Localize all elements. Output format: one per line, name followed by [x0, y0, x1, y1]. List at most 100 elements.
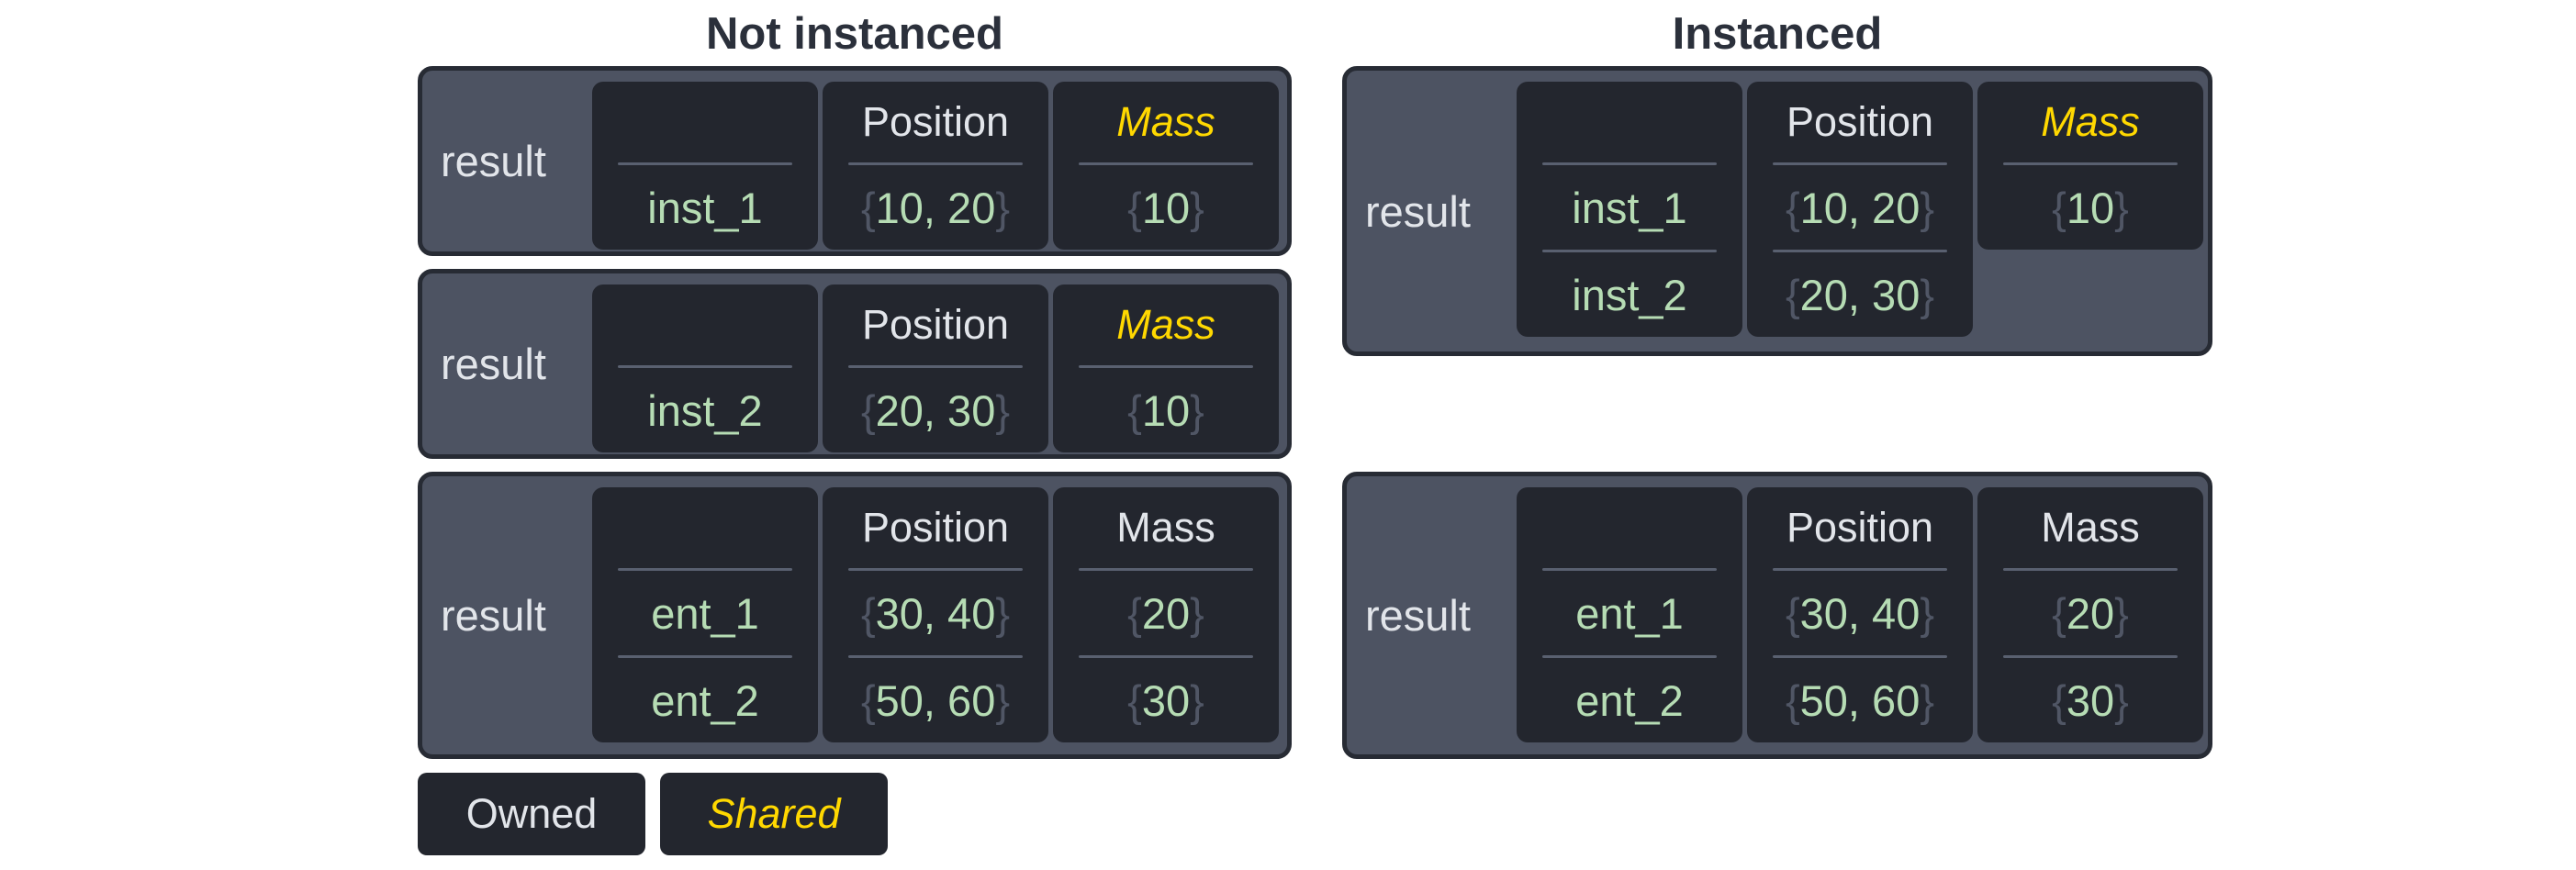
- component-column-position: Position{10, 20}: [823, 82, 1048, 250]
- separator-line: [1079, 568, 1253, 571]
- value-text: 20: [1141, 588, 1191, 638]
- value-text: 30: [1141, 675, 1191, 725]
- separator-line: [2003, 655, 2178, 658]
- cell-value: {20}: [1053, 571, 1279, 655]
- open-brace: {: [860, 675, 876, 725]
- close-brace: }: [1190, 675, 1204, 725]
- separator-line: [618, 162, 792, 165]
- close-brace: }: [2114, 588, 2129, 638]
- separator-line: [1773, 655, 1947, 658]
- section-title-not-instanced: Not instanced: [706, 9, 1003, 59]
- close-brace: }: [1920, 183, 1935, 232]
- cell-value: {10}: [1053, 165, 1279, 250]
- close-brace: }: [1190, 385, 1204, 435]
- separator-line: [1542, 162, 1717, 165]
- separator-line: [1079, 162, 1253, 165]
- close-brace: }: [995, 183, 1011, 232]
- open-brace: {: [2052, 588, 2066, 638]
- entity-id-column: inst_1: [592, 82, 818, 250]
- value-text: 30, 40: [875, 588, 996, 638]
- open-brace: {: [1785, 270, 1800, 319]
- cell-value: {20}: [1977, 571, 2203, 655]
- cell-value: ent_1: [1517, 571, 1742, 655]
- value-text: 10: [1141, 183, 1191, 232]
- cell-value: {30, 40}: [823, 571, 1048, 655]
- column-header: [592, 284, 818, 365]
- value-text: 30, 40: [1799, 588, 1921, 638]
- separator-line: [1079, 365, 1253, 368]
- column-header: Position: [861, 301, 1010, 348]
- cell-value: {20, 30}: [1747, 252, 1973, 337]
- close-brace: }: [1920, 675, 1935, 725]
- legend-shared-chip: Shared: [660, 773, 888, 855]
- entity-name: ent_1: [651, 588, 759, 638]
- separator-line: [1773, 568, 1947, 571]
- legend-owned-chip: Owned: [418, 773, 645, 855]
- column-header: Mass: [1116, 301, 1215, 348]
- cell-value: {30, 40}: [1747, 571, 1973, 655]
- separator-line: [2003, 162, 2178, 165]
- cell-value: inst_1: [592, 165, 818, 250]
- cell-value: {10}: [1053, 368, 1279, 452]
- legend-owned-label: Owned: [465, 790, 598, 837]
- component-column-position: Position{20, 30}: [823, 284, 1048, 452]
- component-column-mass: Mass{10}: [1053, 82, 1279, 250]
- separator-line: [1542, 250, 1717, 252]
- column-header: [592, 82, 818, 162]
- column-header: [1517, 487, 1742, 568]
- close-brace: }: [2114, 183, 2129, 232]
- entity-id-column: inst_2: [592, 284, 818, 452]
- separator-line: [618, 365, 792, 368]
- entity-name: inst_1: [647, 183, 763, 232]
- column-header: Position: [1786, 98, 1934, 145]
- column-header: Position: [1786, 504, 1934, 551]
- table-result-label: result: [441, 137, 546, 185]
- cell-value: {50, 60}: [823, 658, 1048, 742]
- cell-value: {30}: [1977, 658, 2203, 742]
- separator-line: [1079, 655, 1253, 658]
- close-brace: }: [2114, 675, 2129, 725]
- entity-name: inst_2: [1572, 270, 1687, 319]
- cell-value: ent_1: [592, 571, 818, 655]
- value-text: 10: [2066, 183, 2115, 232]
- value-text: 10: [1141, 385, 1191, 435]
- value-text: 20, 30: [875, 385, 996, 435]
- open-brace: {: [1785, 183, 1800, 232]
- open-brace: {: [2052, 675, 2066, 725]
- separator-line: [848, 365, 1023, 368]
- separator-line: [618, 655, 792, 658]
- separator-line: [1542, 655, 1717, 658]
- column-header: Position: [861, 504, 1010, 551]
- component-columns: inst_1 Position{10, 20}Mass{10}: [592, 71, 1286, 251]
- archetype-table: result inst_1 Position{10, 20}Mass{10}: [418, 66, 1292, 256]
- component-column-position: Position {30, 40}{50, 60}: [1747, 487, 1973, 742]
- close-brace: }: [1190, 183, 1204, 232]
- component-column-mass: Mass{10}: [1977, 82, 2203, 250]
- value-text: 10, 20: [875, 183, 996, 232]
- close-brace: }: [1190, 588, 1204, 638]
- cell-value: ent_2: [592, 658, 818, 742]
- cell-value: {10, 20}: [1747, 165, 1973, 250]
- entity-name: ent_2: [1575, 675, 1684, 725]
- open-brace: {: [1127, 675, 1142, 725]
- cell-value: {50, 60}: [1747, 658, 1973, 742]
- value-text: 50, 60: [1799, 675, 1921, 725]
- separator-line: [1542, 568, 1717, 571]
- close-brace: }: [1920, 270, 1935, 319]
- value-text: 20: [2066, 588, 2115, 638]
- legend-shared-label: Shared: [707, 790, 841, 837]
- open-brace: {: [860, 183, 876, 232]
- cell-value: {10, 20}: [823, 165, 1048, 250]
- value-text: 50, 60: [875, 675, 996, 725]
- cell-value: inst_2: [592, 368, 818, 452]
- column-header: [592, 487, 818, 568]
